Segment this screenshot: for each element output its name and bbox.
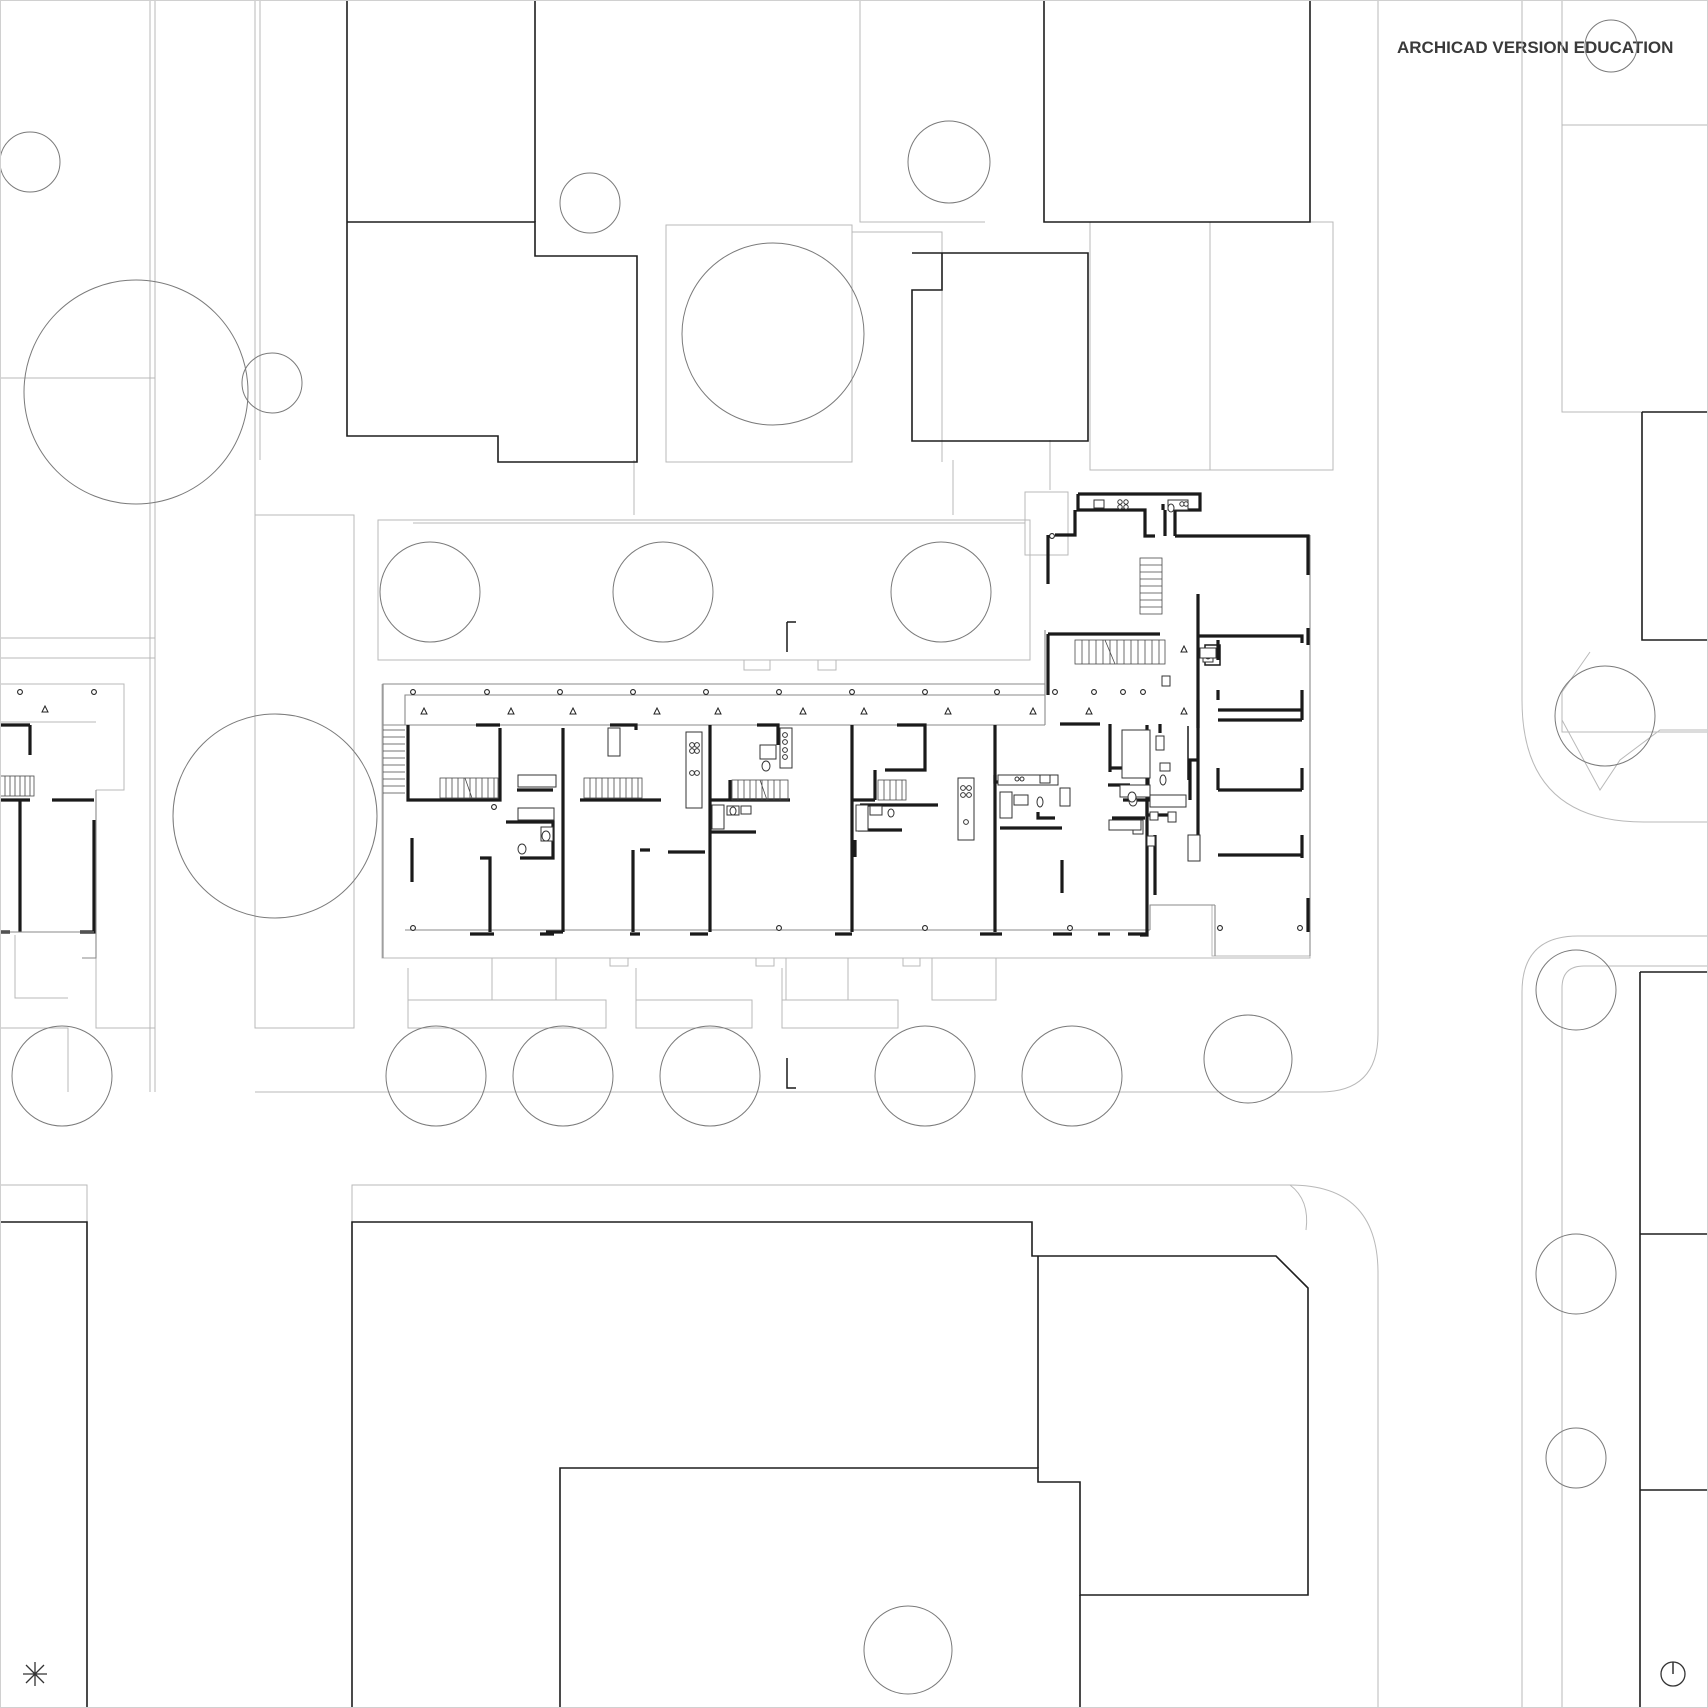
- tree: [612, 541, 714, 643]
- tree: [11, 1025, 113, 1127]
- tree: [1554, 665, 1656, 767]
- trees: [0, 19, 1656, 1695]
- tree: [379, 541, 481, 643]
- tree: [23, 279, 249, 505]
- stairs: [0, 557, 1166, 801]
- watermark-label: ARCHICAD VERSION EDUCATION: [1397, 38, 1674, 57]
- tree: [907, 120, 991, 204]
- tree: [385, 1025, 487, 1127]
- entrance-markers: [786, 621, 796, 1089]
- tree: [512, 1025, 614, 1127]
- tree: [1535, 949, 1617, 1031]
- columns: [17, 533, 1303, 931]
- north-arrow-symbol: [1660, 1661, 1686, 1687]
- main-building-outline: [382, 535, 1311, 958]
- sun-star-symbol: [23, 1662, 47, 1686]
- tree: [863, 1605, 953, 1695]
- tree: [1203, 1014, 1293, 1104]
- tree: [1021, 1025, 1123, 1127]
- tree: [681, 242, 865, 426]
- tree: [0, 131, 61, 193]
- tree: [559, 172, 621, 234]
- tree: [1584, 19, 1638, 73]
- tree: [1535, 1233, 1617, 1315]
- west-building: [0, 683, 125, 959]
- tree: [1545, 1427, 1607, 1489]
- tree: [890, 541, 992, 643]
- main-building-walls: [406, 723, 1149, 937]
- tree: [241, 352, 303, 414]
- level-markers: [41, 644, 1188, 715]
- tree: [172, 713, 378, 919]
- east-core-walls: [1036, 492, 1310, 932]
- tree: [659, 1025, 761, 1127]
- fixtures: [517, 499, 1217, 862]
- tree: [874, 1025, 976, 1127]
